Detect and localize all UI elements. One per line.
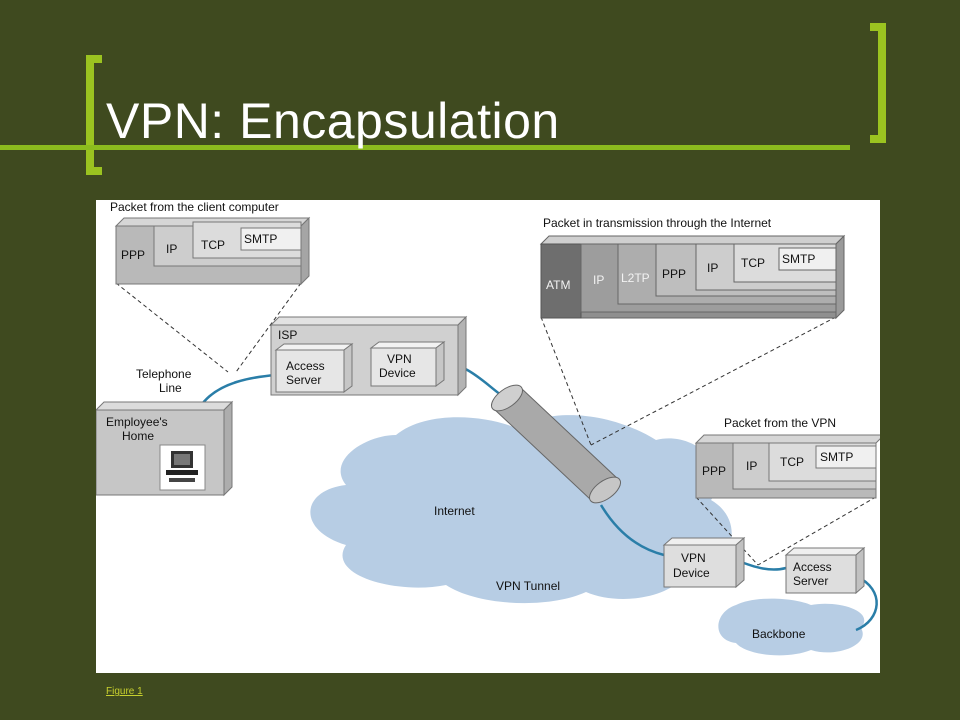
internet-layer-label: PPP (662, 267, 686, 281)
backbone-cloud (718, 598, 865, 656)
telephone-line-label: Line (159, 381, 182, 395)
left-bracket-bar (86, 55, 94, 175)
telephone-line-label: Telephone (136, 367, 192, 381)
client-layer-smtp (240, 227, 302, 251)
internet-layer-label: L2TP (621, 271, 650, 285)
remote-access-server (784, 546, 866, 595)
remote-access-server-label: Server (793, 574, 828, 588)
vpn-layer-label: PPP (702, 464, 726, 478)
internet-packet-caption: Packet in transmission through the Inter… (543, 216, 772, 230)
vpn-layer-smtp (815, 445, 877, 469)
client-layer-label: IP (166, 242, 177, 256)
internet-layer-label: IP (593, 273, 604, 287)
isp-box (269, 315, 468, 397)
remote-access-server-label: Access (793, 560, 832, 574)
vpn-encapsulation-diagram: Packet from the client computer PPP IP T… (96, 200, 880, 673)
client-packet-caption: Packet from the client computer (110, 200, 279, 214)
client-layer-label: TCP (201, 238, 225, 252)
internet-layer-label: SMTP (782, 252, 815, 266)
home-label: Home (122, 429, 154, 443)
isp-access-server (275, 349, 345, 393)
internet-label: Internet (434, 504, 475, 518)
internet-packet (539, 234, 846, 320)
home-label: Employee's (106, 415, 168, 429)
isp-vpn-device (370, 347, 437, 387)
vpn-packet (694, 434, 880, 499)
isp-vpn-device-label: VPN (387, 352, 412, 366)
internet-cloud (310, 415, 732, 604)
internet-layer-smtp (778, 247, 837, 271)
client-packet (114, 216, 311, 286)
vpn-packet-caption: Packet from the VPN (724, 416, 836, 430)
client-layer-label: SMTP (244, 232, 277, 246)
client-layer-label: PPP (121, 248, 145, 262)
figure-link[interactable]: Figure 1 (106, 686, 143, 697)
vpn-tunnel-label: VPN Tunnel (496, 579, 560, 593)
vpn-layer-label: IP (746, 459, 757, 473)
slide-title: VPN: Encapsulation (106, 93, 560, 149)
vpn-tunnel-pipe (491, 384, 621, 504)
internet-layer-atm (540, 243, 582, 319)
vpn-layer-label: TCP (780, 455, 804, 469)
tunnel-to-device-cable (599, 504, 665, 557)
isp-vpn-device-label: Device (379, 366, 416, 380)
isp-access-server-label: Server (286, 373, 321, 387)
remote-vpn-device-label: VPN (681, 551, 706, 565)
internet-layer-label: ATM (546, 278, 570, 292)
internet-layer-label: IP (707, 261, 718, 275)
backbone-label: Backbone (752, 627, 806, 641)
isp-access-server-label: Access (286, 359, 325, 373)
right-bracket-bottom (870, 135, 886, 143)
isp-label: ISP (278, 328, 297, 342)
employee-home (96, 400, 234, 497)
vpn-layer-label: SMTP (820, 450, 853, 464)
remote-vpn-device (662, 536, 746, 589)
internet-layer-label: TCP (741, 256, 765, 270)
remote-vpn-device-label: Device (673, 566, 710, 580)
title-underline (0, 145, 850, 150)
callout-lines (115, 282, 877, 566)
right-bracket-top (870, 23, 886, 31)
right-bracket-bar (878, 23, 886, 143)
left-bracket-top (86, 55, 102, 63)
left-bracket-bottom (86, 167, 102, 175)
